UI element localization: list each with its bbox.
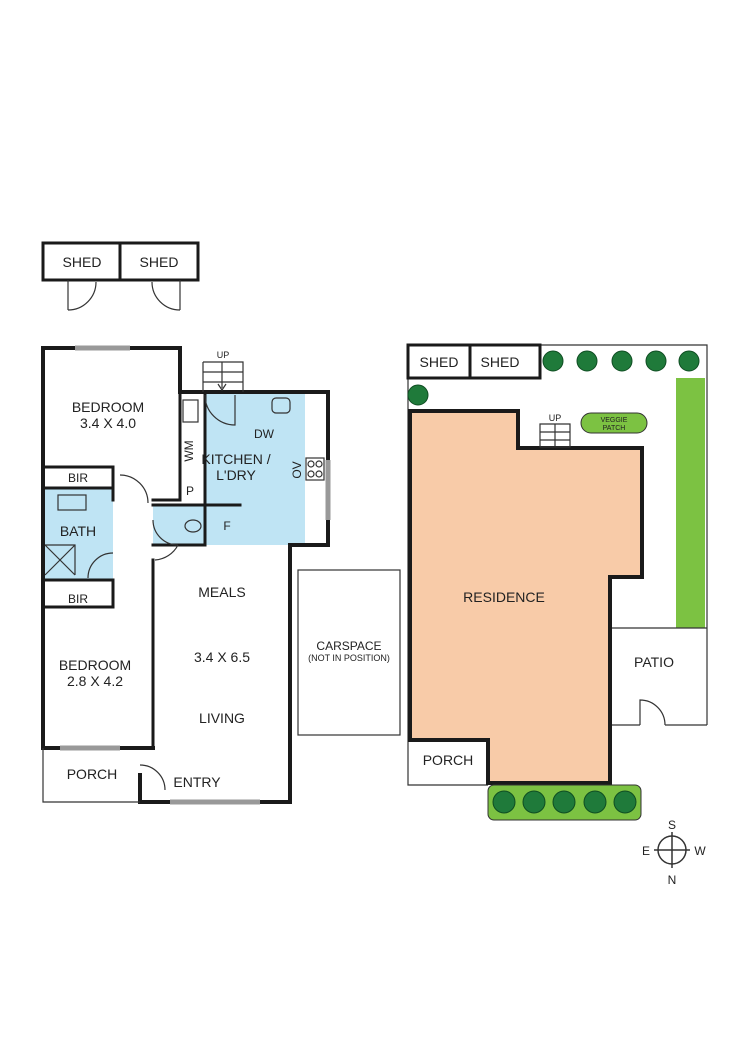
bath-label: BATH — [60, 523, 96, 539]
compass-icon: S N E W — [642, 818, 706, 887]
bir-label: BIR — [68, 592, 88, 606]
shed-label: SHED — [481, 354, 520, 370]
up-label: UP — [217, 350, 230, 360]
floor-plan: BEDROOM 3.4 X 4.0 BIR BATH BIR BEDROOM 2… — [41, 345, 401, 805]
compass-s: S — [668, 818, 676, 832]
shed-label: SHED — [140, 254, 179, 270]
up-label: UP — [549, 413, 562, 423]
bir-label: BIR — [68, 471, 88, 485]
meals-label: MEALS — [198, 584, 245, 600]
residence-label: RESIDENCE — [463, 589, 545, 605]
veggie-label: VEGGIE — [601, 417, 628, 424]
shed-label: SHED — [420, 354, 459, 370]
fridge-label: F — [223, 519, 230, 533]
entry-label: ENTRY — [173, 774, 221, 790]
bedroom-size: 3.4 X 4.0 — [80, 415, 136, 431]
compass-e: E — [642, 844, 650, 858]
pantry-label: P — [186, 484, 194, 498]
site-plan: SHED SHED UP VEGGIE PATCH RESIDENCE PATI… — [406, 343, 708, 821]
kitchen-label: KITCHEN / — [201, 451, 270, 467]
dw-label: DW — [254, 427, 275, 441]
patio-label: PATIO — [634, 654, 674, 670]
top-sheds: SHED SHED — [41, 241, 200, 311]
porch-label: PORCH — [67, 766, 118, 782]
kitchen-label: L'DRY — [216, 467, 256, 483]
living-size: 3.4 X 6.5 — [194, 649, 250, 665]
bedroom-size: 2.8 X 4.2 — [67, 673, 123, 689]
porch-label: PORCH — [423, 752, 474, 768]
bedroom-label: BEDROOM — [72, 399, 144, 415]
carspace-label: CARSPACE — [316, 639, 381, 653]
bedroom-label: BEDROOM — [59, 657, 131, 673]
compass-n: N — [668, 873, 677, 887]
veggie-label: PATCH — [603, 425, 626, 432]
carspace-note: (NOT IN POSITION) — [308, 653, 390, 663]
shed-label: SHED — [63, 254, 102, 270]
wm-label: WM — [182, 440, 196, 461]
compass-w: W — [694, 844, 706, 858]
tree-icons — [407, 350, 700, 814]
ov-label: OV — [290, 461, 304, 478]
living-label: LIVING — [199, 710, 245, 726]
